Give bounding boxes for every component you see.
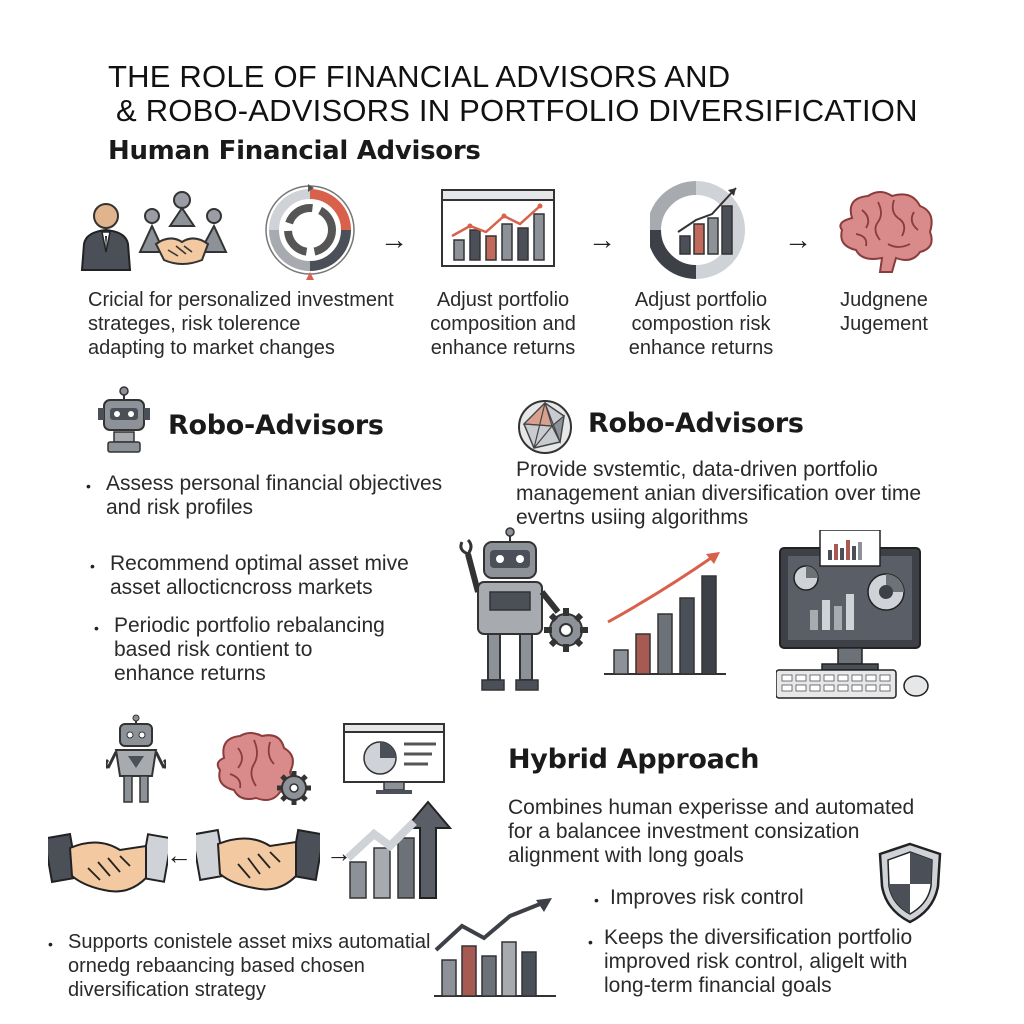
bullet-dot: • (86, 478, 91, 494)
hybrid-description: Combines human experisse and automated f… (508, 796, 915, 867)
monitor-pie-icon (340, 722, 450, 796)
brain-icon (832, 188, 940, 276)
arrow-left: ← (166, 840, 192, 870)
page-title-line-1: THE ROLE OF FINANCIAL ADVISORS AND (108, 59, 731, 94)
human-advisors-heading: Human Financial Advisors (108, 136, 481, 166)
browser-chart-icon (440, 188, 556, 268)
bullet-dot: • (94, 620, 99, 636)
page-title-line-2: & ROBO-ADVISORS IN PORTFOLIO DIVERSIFICA… (116, 93, 918, 128)
donut-bar-chart-icon (650, 180, 760, 280)
caption-judgement: Judgnene Jugement (840, 289, 928, 335)
flow-arrow-2: → (588, 224, 616, 255)
bullet-dot: • (48, 936, 53, 952)
hybrid-bullet-diversification: Keeps the diversification portfolio impr… (604, 926, 913, 997)
growth-bar-chart-icon (602, 546, 732, 680)
bullet-dot: • (594, 892, 599, 908)
caption-adjust-2: Adjust portfolio compostion risk enhance… (628, 289, 774, 359)
trend-bar-chart-icon (432, 896, 560, 1000)
hybrid-approach-heading: Hybrid Approach (508, 744, 760, 775)
brain-gear-icon (214, 730, 318, 814)
flow-arrow-1: → (380, 224, 408, 255)
robo-bullet-recommend: Recommend optimal asset mive asset alloc… (110, 552, 409, 599)
robo-bullet-assess: Assess personal financial objectives and… (106, 472, 443, 519)
handshake-left-icon (48, 826, 168, 902)
robo-bullet-rebalancing: Periodic portfolio rebalancing based ris… (114, 614, 385, 685)
shield-icon (876, 842, 944, 924)
handshake-network-icon (136, 188, 228, 274)
handshake-right-icon (196, 820, 320, 902)
robot-head-icon (96, 386, 152, 458)
robo-right-description: Provide svstemtic, data-driven portfolio… (516, 458, 922, 529)
bullet-dot: • (90, 558, 95, 574)
hybrid-bullet-risk-control: Improves risk control (610, 886, 804, 909)
hybrid-bullet-supports: Supports conistele asset mixs automatial… (68, 931, 431, 1001)
computer-dashboard-icon (776, 530, 936, 704)
geometric-globe-icon (516, 398, 574, 456)
up-arrow-chart-icon (344, 798, 456, 902)
small-robot-icon (106, 714, 166, 810)
advisor-person-icon (78, 200, 134, 272)
robo-advisors-heading-right: Robo-Advisors (588, 408, 804, 439)
cycle-process-icon (258, 180, 362, 284)
robot-gear-icon (454, 526, 594, 702)
caption-adjust-1: Adjust portfolio composition and enhance… (430, 289, 576, 359)
caption-personalized: Cricial for personalized investment stra… (88, 289, 394, 359)
bullet-dot: • (588, 934, 593, 950)
flow-arrow-3: → (784, 224, 812, 255)
robo-advisors-heading-left: Robo-Advisors (168, 410, 384, 441)
